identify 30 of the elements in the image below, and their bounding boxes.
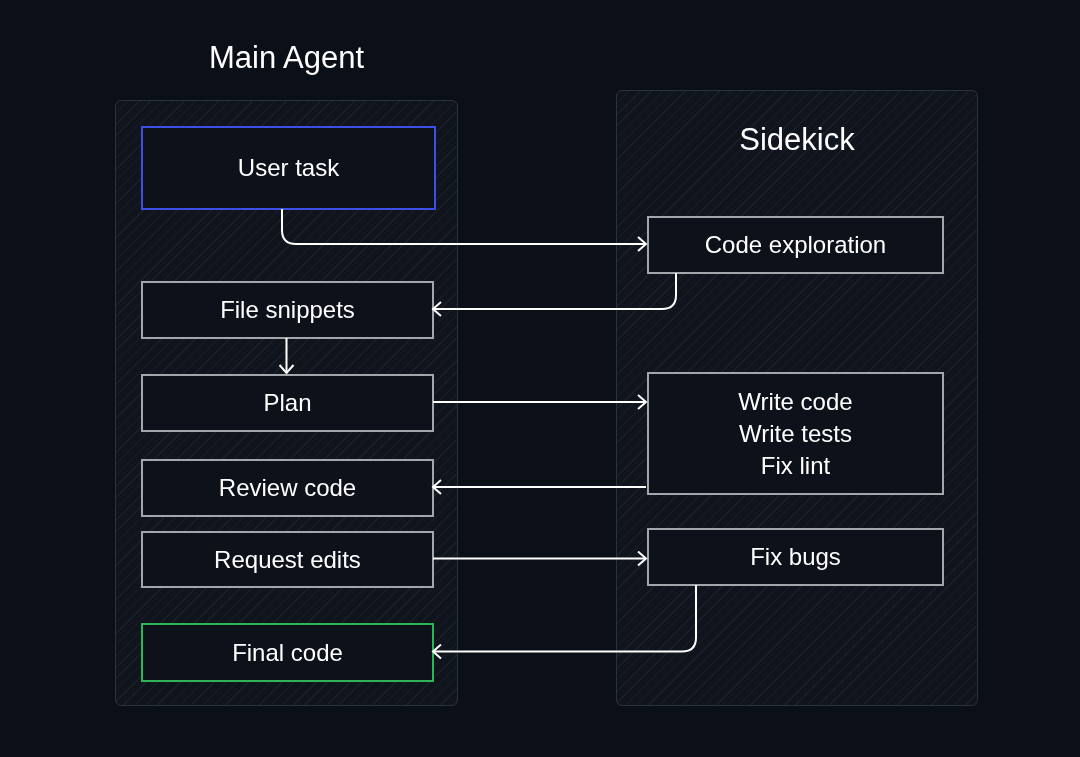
arrow [281, 208, 647, 252]
process-box [141, 281, 434, 339]
process-box [647, 528, 944, 586]
box-label: Request edits [214, 544, 361, 575]
process-box [647, 372, 944, 495]
box-label: Plan [263, 388, 312, 418]
process-box [141, 623, 434, 682]
process-box [647, 216, 944, 274]
arrow [432, 550, 647, 567]
arrow [432, 272, 677, 317]
box-label: Final code [232, 637, 343, 668]
box-label: File snippets [220, 295, 355, 325]
arrow [432, 394, 647, 410]
arrow [432, 584, 697, 660]
box-label: Review code [218, 473, 357, 503]
panel [616, 90, 978, 706]
process-box [141, 126, 436, 210]
box-label: Write code [738, 386, 853, 417]
process-box [141, 374, 434, 432]
arrow [432, 479, 647, 495]
panel-heading: Sidekick [738, 121, 856, 159]
box-label: Write tests [739, 418, 852, 449]
box-label: Fix lint [760, 450, 831, 481]
box-label: Fix bugs [750, 542, 841, 572]
process-box [141, 459, 434, 517]
process-box [141, 531, 434, 588]
arrow [278, 337, 295, 374]
box-label: Code exploration [704, 230, 887, 260]
box-label: User task [237, 153, 340, 183]
panel-heading: Main Agent [207, 39, 366, 77]
